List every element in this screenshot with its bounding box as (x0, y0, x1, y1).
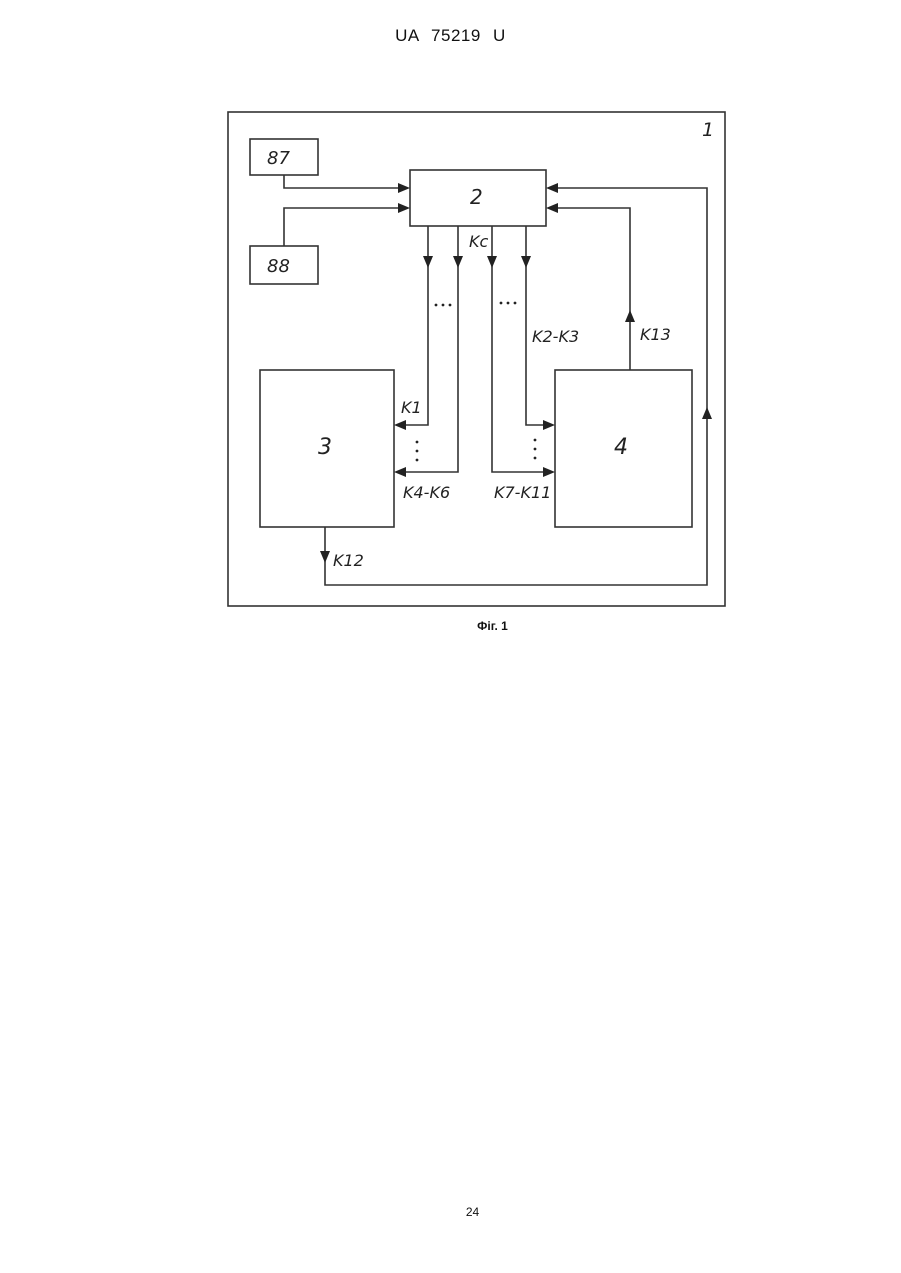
arrow-87-to-2 (398, 183, 410, 193)
signal-label-k2-k3: K2-K3 (532, 327, 579, 346)
link-3-to-2-k12 (325, 188, 707, 585)
ellipsis-right-vertical (534, 439, 537, 460)
signal-label-k13: K13 (640, 325, 671, 344)
link-2-to-3-k1 (404, 226, 428, 425)
arrow-into-3-k4-k6 (394, 467, 406, 477)
signal-label-k7-k11: K7-K11 (494, 483, 551, 502)
ellipsis-left-top (435, 304, 452, 307)
signal-label-k1: K1 (401, 398, 422, 417)
ellipsis-left-vertical (416, 441, 419, 462)
block-4-label: 4 (614, 435, 628, 460)
block-3-label: 3 (318, 435, 332, 460)
link-2-to-4-k2-k3 (526, 226, 545, 425)
figure-caption: Фіг. 1 (0, 619, 901, 633)
arrow-into-3-k1 (394, 420, 406, 430)
arrow-down-k12 (320, 551, 330, 563)
link-2-to-3-k4-k6 (404, 226, 458, 472)
arrow-down-k7-k11 (487, 256, 497, 268)
block-diagram: 1 87 88 2 3 4 (0, 0, 901, 660)
signal-label-k4-k6: K4-K6 (403, 483, 450, 502)
block-2-label: 2 (470, 185, 483, 209)
link-2-to-4-k7-k11 (492, 226, 545, 472)
arrow-down-k4-k6 (453, 256, 463, 268)
arrow-into-2-k13 (546, 203, 558, 213)
arrow-into-4-k2-k3 (543, 420, 555, 430)
arrow-up-k13 (625, 310, 635, 322)
arrow-down-k1 (423, 256, 433, 268)
arrow-into-2-k12 (546, 183, 558, 193)
arrow-up-return (702, 407, 712, 419)
arrow-down-k2-k3 (521, 256, 531, 268)
arrow-into-4-k7-k11 (543, 467, 555, 477)
ellipsis-right-top (500, 302, 517, 305)
signal-label-kc: Kc (469, 232, 488, 251)
block-87-label: 87 (267, 148, 290, 169)
signal-label-k12: K12 (333, 551, 364, 570)
arrow-88-to-2 (398, 203, 410, 213)
link-88-to-2 (284, 208, 400, 246)
outer-frame-label: 1 (702, 119, 714, 141)
page-number: 24 (0, 1205, 901, 1219)
block-88-label: 88 (267, 256, 290, 277)
link-87-to-2 (284, 175, 400, 188)
